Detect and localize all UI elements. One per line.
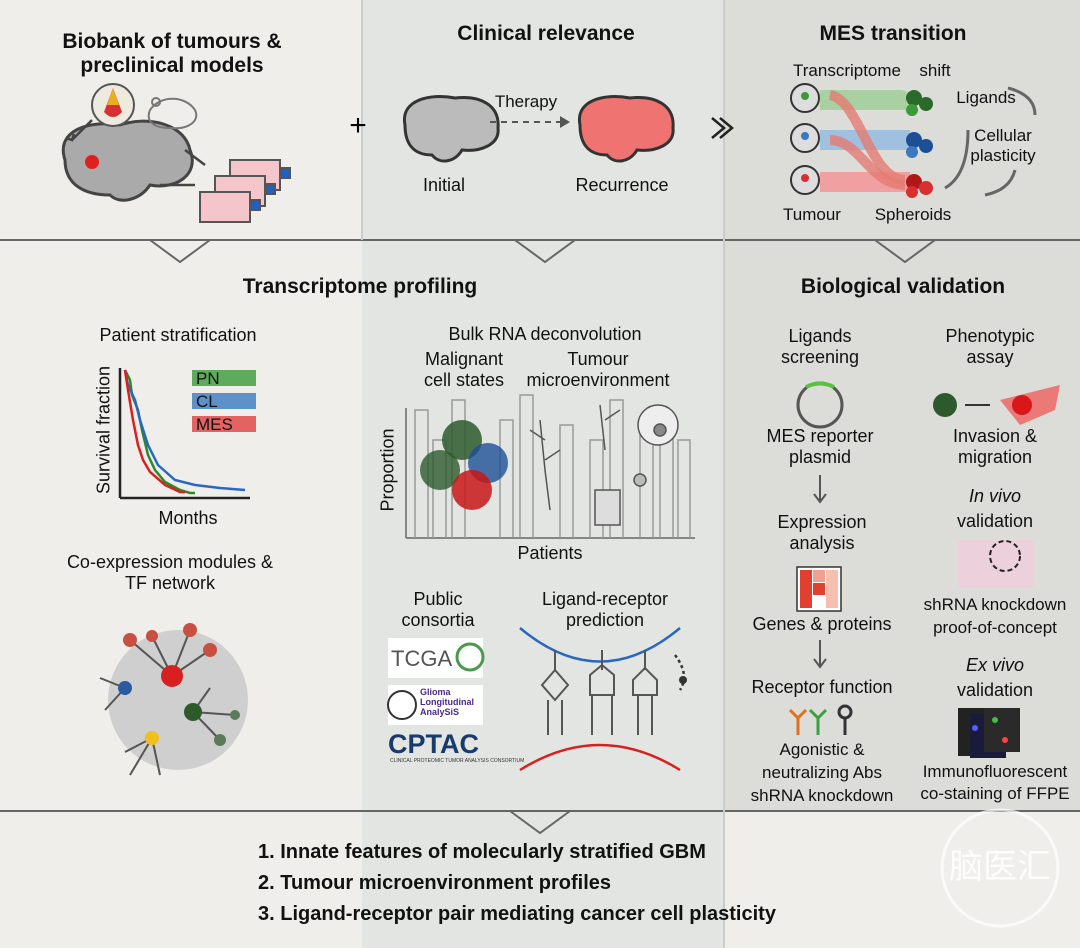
ligands-label: Ligands [956, 88, 1016, 107]
survival-legend-swatches [192, 370, 256, 432]
public-consortia-label: Public consortia [401, 589, 475, 630]
shrna-poc-2: proof-of-concept [933, 618, 1057, 637]
chevron-icon [711, 117, 734, 139]
legend-pn: PN [196, 369, 220, 388]
tme-cells [529, 404, 679, 526]
mes-reporter-label: MES reporter plasmid [766, 426, 874, 467]
legend-mes: MES [196, 415, 233, 434]
invivo-tissue-icon [958, 540, 1034, 588]
plasmid-icon [796, 381, 844, 429]
glass-logo-graphic [387, 685, 483, 725]
divider-notches [149, 239, 936, 835]
plus-sign: + [349, 109, 367, 142]
mes-transition-title: MES transition [819, 22, 967, 45]
heatmap-icon [796, 566, 842, 612]
biobank-title: Biobank of tumours & preclinical models [62, 30, 282, 78]
ligands-screening-label: Ligands screening [780, 326, 860, 367]
recurrence-brain-icon [578, 94, 675, 163]
conclusion-2: 2. Tumour microenvironment profiles [258, 872, 612, 894]
watermark-text: 脑医汇 [949, 848, 1051, 886]
invasion-cells [933, 385, 1060, 425]
patient-stratification-label: Patient stratification [99, 325, 257, 345]
immuno-label-2: co-staining of FFPE [920, 784, 1070, 803]
invivo-label-1: In vivo [968, 486, 1022, 506]
tcga-logo-graphic [388, 638, 485, 678]
validation-arrows [813, 475, 827, 669]
biobank-brain-icon [61, 119, 194, 202]
biobank-arrows [65, 119, 206, 187]
transcriptome-shift-graphic [790, 83, 1037, 198]
exvivo-label-2: validation [956, 680, 1034, 700]
cptac-subtitle: CLINICAL PROTEOMIC TUMOR ANALYSIS CONSOR… [390, 758, 525, 764]
watermark-logo [940, 808, 1060, 928]
flask-icons [199, 159, 291, 223]
months-label: Months [158, 508, 218, 528]
tme-label: Tumour microenvironment [526, 349, 670, 390]
validation-title: Biological validation [800, 275, 1006, 298]
proportion-label: Proportion [377, 428, 398, 512]
survival-fraction-label: Survival fraction [93, 365, 114, 495]
expression-label: Expression analysis [777, 512, 867, 553]
antibody-icons [788, 704, 853, 735]
phenotypic-assay-label: Phenotypic assay [945, 326, 1035, 367]
cell-state-circles [420, 420, 508, 510]
coexpression-network [99, 623, 248, 776]
shift-label: shift [919, 61, 951, 80]
clinical-title: Clinical relevance [457, 22, 635, 45]
patients-label: Patients [517, 543, 583, 563]
coexpression-label: Co-expression modules & TF network [66, 552, 274, 593]
invasion-label: Invasion & migration [952, 426, 1038, 467]
spheroids-label: Spheroids [874, 205, 952, 224]
genes-proteins-label: Genes & proteins [752, 614, 892, 634]
initial-brain-icon [403, 94, 500, 163]
exvivo-label-1: Ex vivo [965, 655, 1025, 675]
immuno-label-1: Immunofluorescent [922, 762, 1068, 781]
cellular-plasticity-label: Cellular plasticity [970, 126, 1036, 165]
tube-icon [91, 83, 135, 127]
conclusion-3: 3. Ligand-receptor pair mediating cancer… [258, 903, 776, 925]
agonistic-label-2: neutralizing Abs [761, 763, 883, 782]
agonistic-label-3: shRNA knockdown [750, 786, 894, 805]
tumour-label: Tumour [783, 205, 841, 224]
invivo-label-2: validation [956, 511, 1034, 531]
recurrence-label: Recurrence [575, 175, 669, 195]
exvivo-stain-icon [958, 708, 1020, 758]
transcriptome-label: Transcriptome [792, 61, 902, 80]
survival-plot [118, 368, 250, 500]
initial-label: Initial [422, 175, 466, 195]
bulk-rna-label: Bulk RNA deconvolution [448, 324, 642, 344]
malignant-label: Malignant cell states [423, 349, 505, 390]
profiling-title: Transcriptome profiling [242, 275, 478, 298]
legend-cl: CL [196, 392, 218, 411]
receptor-function-label: Receptor function [751, 677, 893, 697]
ligand-receptor-graphic [519, 627, 687, 772]
mouse-icon [147, 97, 198, 130]
tcga-logo-text: TCGA [391, 646, 453, 671]
agonistic-label-1: Agonistic & [779, 740, 865, 759]
shrna-poc-1: shRNA knockdown [923, 595, 1067, 614]
ligand-receptor-label: Ligand-receptor prediction [541, 589, 669, 630]
cptac-logo-text: CPTAC [388, 729, 479, 759]
therapy-label: Therapy [494, 92, 558, 111]
conclusion-1: 1. Innate features of molecularly strati… [258, 841, 706, 863]
